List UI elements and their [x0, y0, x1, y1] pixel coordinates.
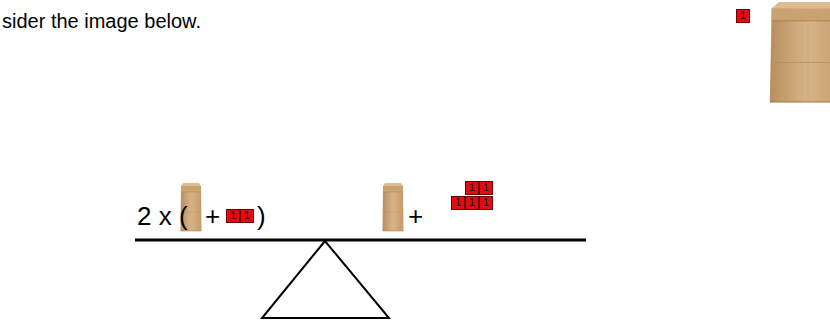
unit-block: 1	[479, 196, 493, 210]
expression-text: +	[408, 202, 423, 232]
unit-block: 1	[465, 181, 479, 195]
unit-value: 1	[469, 183, 475, 193]
unit-value: 1	[455, 198, 461, 208]
unit-value: 1	[740, 11, 746, 21]
unit-block: 1	[451, 196, 465, 210]
paper-bag	[770, 2, 830, 102]
unit-value: 1	[244, 211, 250, 221]
unit-value: 1	[230, 211, 236, 221]
unit-block: 1	[240, 209, 254, 223]
unit-block: 1	[226, 209, 240, 223]
expression-text: +	[205, 202, 220, 232]
unit-block: 1	[479, 181, 493, 195]
unit-value: 1	[483, 198, 489, 208]
unit-block: 1	[465, 196, 479, 210]
expression-text: )	[257, 202, 266, 232]
expression-text: 2 x (	[137, 202, 188, 232]
instruction-text: sider the image below.	[2, 10, 201, 33]
unit-value: 1	[469, 198, 475, 208]
unit-value: 1	[483, 183, 489, 193]
unit-block: 1	[736, 9, 750, 23]
paper-bag	[383, 183, 404, 231]
fulcrum-triangle	[262, 241, 389, 318]
balance-beam	[135, 239, 586, 242]
